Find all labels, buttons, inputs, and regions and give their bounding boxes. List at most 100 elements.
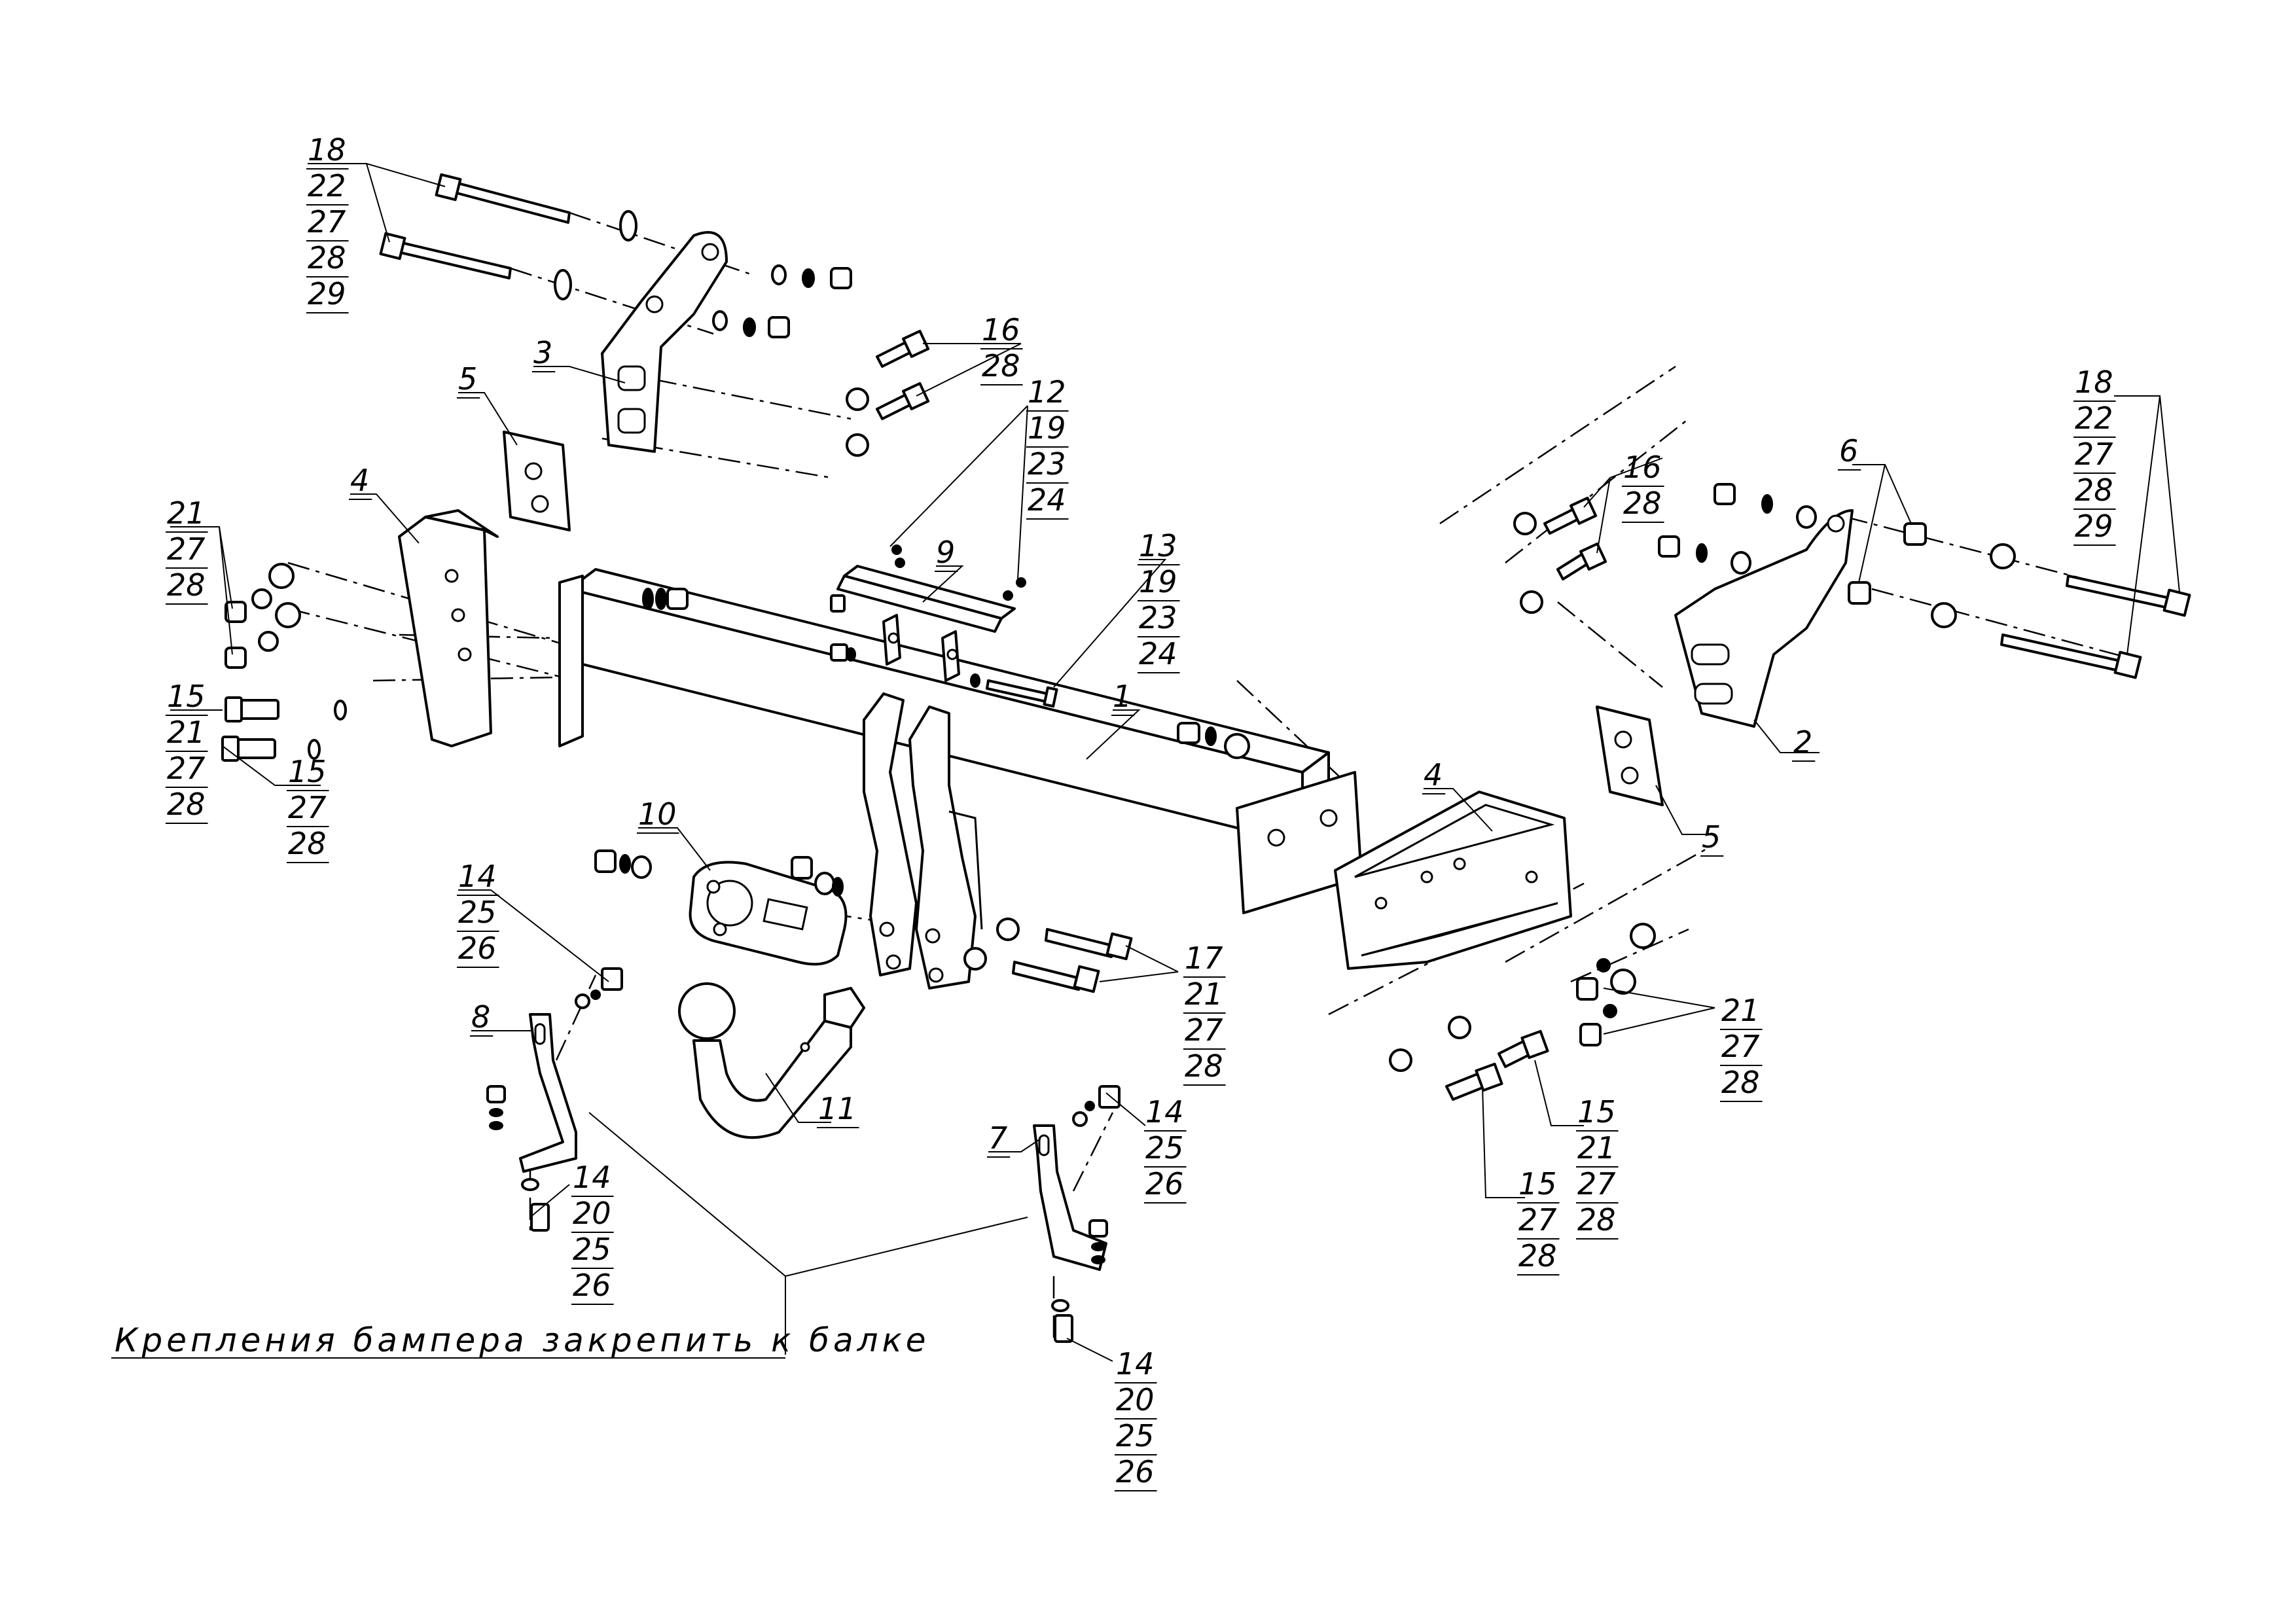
svg-text:21: 21: [167, 495, 206, 531]
svg-text:12: 12: [1028, 374, 1066, 410]
callout-14-c: 14 25 26: [1144, 1094, 1187, 1204]
svg-text:4: 4: [350, 463, 369, 498]
callout-18-left: 18 22 27 28 29: [306, 132, 349, 313]
svg-text:27: 27: [1721, 1029, 1760, 1064]
callout-14-a: 14 25 26: [457, 859, 499, 968]
svg-text:15: 15: [1577, 1094, 1616, 1130]
svg-text:23: 23: [1028, 446, 1066, 482]
svg-text:14: 14: [1116, 1346, 1155, 1382]
svg-text:26: 26: [458, 931, 497, 966]
svg-text:9: 9: [936, 535, 955, 570]
callout-9: 9: [935, 535, 958, 572]
callout-7: 7: [987, 1120, 1011, 1158]
svg-text:13: 13: [1139, 528, 1177, 563]
part-11-tow-ball: [678, 982, 865, 1139]
part-3-left-bracket: [601, 231, 728, 453]
callout-15-right-a: 15 27 28: [1517, 1166, 1560, 1275]
callout-15-right-b: 15 21 27 28: [1576, 1094, 1619, 1240]
callout-4-right: 4: [1422, 757, 1446, 794]
svg-text:28: 28: [1623, 486, 1662, 521]
svg-text:27: 27: [288, 790, 327, 825]
svg-text:24: 24: [1139, 636, 1177, 671]
svg-text:25: 25: [573, 1232, 611, 1267]
svg-text:26: 26: [1145, 1166, 1184, 1202]
svg-text:28: 28: [2075, 473, 2113, 508]
svg-text:15: 15: [1518, 1166, 1557, 1202]
svg-text:10: 10: [638, 796, 677, 832]
svg-text:11: 11: [818, 1091, 857, 1126]
part-4-left-side-bracket: [398, 509, 499, 747]
svg-text:1: 1: [1113, 679, 1132, 714]
part-10-hitch-flange: [689, 861, 848, 966]
svg-text:19: 19: [1028, 410, 1066, 446]
assembly-note: Крепления бампера закрепить к балке: [115, 1321, 930, 1359]
svg-text:26: 26: [573, 1268, 611, 1303]
callout-10: 10: [637, 796, 679, 834]
svg-text:27: 27: [308, 204, 346, 240]
svg-text:28: 28: [1577, 1202, 1616, 1238]
svg-text:28: 28: [167, 787, 206, 822]
svg-text:27: 27: [1185, 1012, 1223, 1048]
svg-text:28: 28: [982, 348, 1020, 383]
svg-text:21: 21: [167, 715, 206, 750]
svg-text:5: 5: [1702, 819, 1721, 855]
svg-text:24: 24: [1028, 482, 1066, 518]
svg-text:14: 14: [458, 859, 497, 894]
svg-text:29: 29: [2075, 508, 2113, 544]
svg-text:14: 14: [1145, 1094, 1184, 1130]
fasteners-nuts: [224, 267, 1927, 1264]
callout-6: 6: [1838, 433, 1861, 471]
svg-text:28: 28: [288, 826, 327, 861]
svg-text:28: 28: [167, 567, 206, 603]
svg-text:20: 20: [1116, 1382, 1155, 1418]
callout-4-left: 4: [349, 463, 372, 500]
part-5-right-spacer: [1596, 705, 1664, 806]
part-4-right-side-bracket: [1334, 791, 1572, 970]
callout-11: 11: [817, 1091, 859, 1128]
callout-17: 17 21 27 28: [1183, 940, 1226, 1086]
callout-12: 12 19 23 24: [1026, 374, 1069, 520]
svg-text:18: 18: [2075, 365, 2113, 400]
svg-text:7: 7: [988, 1120, 1007, 1156]
svg-text:20: 20: [573, 1196, 611, 1231]
part-9-plate: [836, 565, 1016, 682]
svg-text:2: 2: [1793, 724, 1812, 760]
callout-15-left-a: 15 21 27 28: [166, 679, 208, 824]
svg-text:28: 28: [1518, 1238, 1557, 1274]
svg-text:27: 27: [167, 531, 206, 567]
callout-21-right: 21 27 28: [1720, 993, 1763, 1102]
fasteners-washers: [251, 210, 2016, 1312]
svg-text:5: 5: [458, 361, 477, 397]
svg-text:6: 6: [1839, 433, 1858, 469]
fasteners-bolts: [221, 173, 2191, 1343]
callout-3: 3: [532, 335, 556, 372]
callout-labels: 18 22 27 28 29 3 16 28 5 4 21 27 28 15 2…: [166, 132, 2116, 1491]
part-2-right-bracket: [1674, 509, 1854, 728]
callout-8: 8: [470, 999, 493, 1037]
callout-21-left: 21 27 28: [166, 495, 208, 605]
callout-16-left: 16 28: [980, 312, 1023, 385]
svg-text:29: 29: [308, 276, 346, 312]
callout-16-right: 16 28: [1622, 450, 1664, 523]
callout-18-right: 18 22 27 28 29: [2073, 365, 2116, 546]
leader-lines: [111, 163, 2180, 1362]
svg-text:21: 21: [1577, 1130, 1616, 1166]
center-mount-brackets: [863, 692, 983, 990]
callout-13: 13 19 23 24: [1138, 528, 1180, 673]
svg-text:25: 25: [1116, 1418, 1155, 1454]
callout-5-right: 5: [1700, 819, 1724, 857]
svg-text:4: 4: [1424, 757, 1443, 793]
svg-text:28: 28: [1185, 1048, 1223, 1084]
callout-1: 1: [1111, 679, 1135, 716]
callout-14-d: 14 20 25 26: [1115, 1346, 1157, 1491]
callout-2: 2: [1792, 724, 1816, 762]
callout-5-left: 5: [457, 361, 480, 399]
svg-text:25: 25: [458, 895, 497, 930]
part-8-bumper-strap: [519, 1013, 577, 1173]
svg-text:27: 27: [1577, 1166, 1616, 1202]
callout-15-left-b: 15 27 28: [287, 754, 329, 863]
svg-text:27: 27: [1518, 1202, 1557, 1238]
svg-text:21: 21: [1185, 976, 1223, 1012]
svg-text:27: 27: [167, 751, 206, 786]
